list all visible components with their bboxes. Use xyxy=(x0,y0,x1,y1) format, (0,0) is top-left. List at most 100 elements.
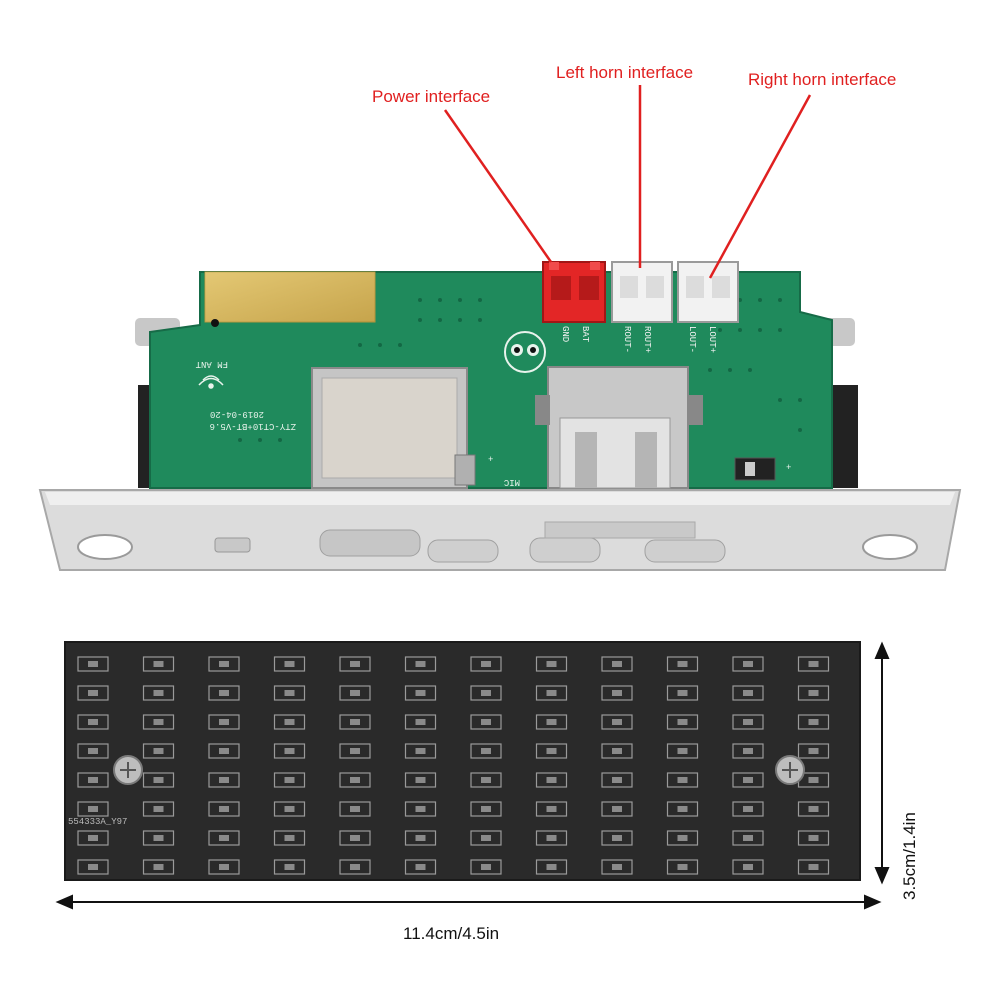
led-chip xyxy=(481,719,491,725)
led-pad xyxy=(470,801,502,817)
led-chip xyxy=(546,690,557,696)
led-pad xyxy=(732,859,764,875)
led-pad xyxy=(470,743,502,759)
led-pad xyxy=(535,859,568,875)
led-chip xyxy=(88,661,98,667)
led-pad xyxy=(535,685,568,701)
led-pad xyxy=(77,772,109,788)
led-pad xyxy=(339,656,371,672)
led-chip xyxy=(219,661,229,667)
left-horn-connector xyxy=(611,261,673,323)
owl-logo-icon xyxy=(504,331,546,373)
led-chip xyxy=(415,748,426,754)
led-chip xyxy=(153,835,164,841)
led-chip xyxy=(481,690,491,696)
led-chip xyxy=(219,835,229,841)
led-pad xyxy=(77,859,109,875)
led-chip xyxy=(415,661,426,667)
model-marking: ZTY-CT10+BT-V5.6 xyxy=(210,421,296,431)
led-pad xyxy=(535,656,568,672)
led-pad xyxy=(601,743,633,759)
led-chip xyxy=(415,777,426,783)
led-chip xyxy=(743,806,753,812)
led-pad xyxy=(601,714,633,730)
led-chip xyxy=(677,806,688,812)
led-chip xyxy=(546,835,557,841)
led-pad xyxy=(732,656,764,672)
led-pad xyxy=(535,801,568,817)
led-chip xyxy=(415,806,426,812)
led-chip xyxy=(219,864,229,870)
led-pad xyxy=(208,830,240,846)
led-chip xyxy=(612,864,622,870)
led-pad xyxy=(208,656,240,672)
led-pad xyxy=(404,830,437,846)
led-pad xyxy=(601,830,633,846)
led-chip xyxy=(612,835,622,841)
led-chip xyxy=(284,835,295,841)
led-pad xyxy=(601,859,633,875)
mount-hole-left xyxy=(77,534,133,560)
fm-ant-marking: FM ANT xyxy=(195,359,228,369)
led-chip xyxy=(219,719,229,725)
led-chip xyxy=(88,748,98,754)
led-pad xyxy=(404,859,437,875)
led-chip xyxy=(153,864,164,870)
led-chip xyxy=(677,864,688,870)
led-chip xyxy=(88,690,98,696)
led-pad xyxy=(535,743,568,759)
led-pad xyxy=(208,801,240,817)
pin-gnd-label: GND xyxy=(560,326,570,342)
led-chip xyxy=(677,835,688,841)
led-chip xyxy=(153,777,164,783)
led-pad xyxy=(142,859,175,875)
pin-rout-plus-label: ROUT+ xyxy=(642,326,652,353)
led-pad xyxy=(273,714,306,730)
led-chip xyxy=(88,806,98,812)
led-pad xyxy=(208,772,240,788)
led-chip xyxy=(350,864,360,870)
led-pad xyxy=(77,801,109,817)
led-chip xyxy=(612,690,622,696)
right-horn-interface-label: Right horn interface xyxy=(748,70,897,89)
led-grid xyxy=(77,656,830,875)
led-chip xyxy=(284,719,295,725)
led-chip xyxy=(677,719,688,725)
led-pad xyxy=(208,743,240,759)
left-horn-interface-label: Left horn interface xyxy=(556,63,694,82)
led-pad xyxy=(208,714,240,730)
led-chip xyxy=(743,748,753,754)
pin-lout-minus-label: LOUT- xyxy=(687,326,697,353)
led-chip xyxy=(481,661,491,667)
led-chip xyxy=(677,777,688,783)
led-pad xyxy=(142,685,175,701)
led-chip xyxy=(743,835,753,841)
led-pad xyxy=(142,743,175,759)
led-chip xyxy=(350,777,360,783)
led-pad xyxy=(797,714,830,730)
led-pad xyxy=(535,830,568,846)
right-horn-leader-line xyxy=(708,94,812,279)
led-pad xyxy=(404,772,437,788)
led-pad xyxy=(273,859,306,875)
led-chip xyxy=(808,777,819,783)
led-pad xyxy=(77,656,109,672)
back-panel-board xyxy=(64,641,861,881)
led-chip xyxy=(481,806,491,812)
power-leader-line xyxy=(443,109,553,263)
led-chip xyxy=(677,690,688,696)
led-pad xyxy=(732,801,764,817)
usb-opening xyxy=(529,537,601,563)
led-pad xyxy=(404,801,437,817)
led-pad xyxy=(666,685,699,701)
height-dimension-arrow xyxy=(874,641,890,885)
led-chip xyxy=(677,661,688,667)
led-chip xyxy=(481,777,491,783)
date-marking: 2019-04-20 xyxy=(210,409,264,419)
led-chip xyxy=(612,806,622,812)
led-chip xyxy=(743,777,753,783)
power-connector xyxy=(542,261,606,323)
pin-rout-minus-label: ROUT- xyxy=(622,326,632,353)
led-pad xyxy=(535,772,568,788)
led-pad xyxy=(142,714,175,730)
